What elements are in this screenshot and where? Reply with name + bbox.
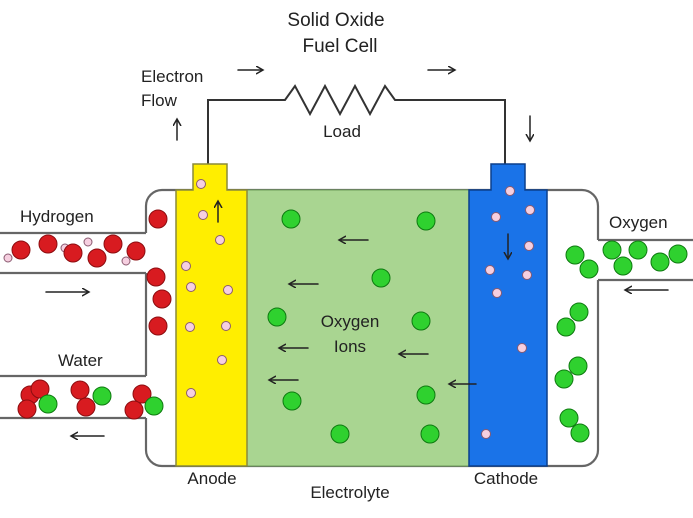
electron — [198, 210, 208, 220]
electron — [481, 429, 491, 439]
hydrogen-atom — [103, 234, 123, 254]
electron — [524, 241, 534, 251]
electron — [196, 179, 206, 189]
hydrogen-atom — [146, 267, 166, 287]
electron — [215, 235, 225, 245]
electron — [221, 321, 231, 331]
hydrogen-atom — [148, 316, 168, 336]
oxygen-atom — [554, 369, 574, 389]
oxygen-atom — [92, 386, 112, 406]
anode-layer — [175, 163, 248, 467]
hydrogen-atom — [152, 289, 172, 309]
electron — [505, 186, 515, 196]
electron-flow-label-2: Flow — [141, 91, 178, 110]
oxygen-ion — [267, 307, 287, 327]
water-molecules — [17, 379, 164, 420]
anode-electrons — [181, 179, 233, 398]
external-circuit-wire — [207, 83, 506, 164]
cathode-electrons — [481, 186, 535, 439]
oxygen-atom — [568, 356, 588, 376]
oxygen-ions — [267, 209, 440, 444]
electron-flow-label-1: Electron — [141, 67, 203, 86]
title-line-2: Fuel Cell — [303, 36, 378, 57]
oxygen-atom — [579, 259, 599, 279]
oxygen-ion — [416, 211, 436, 231]
water-label: Water — [58, 351, 103, 370]
oxygen-label: Oxygen — [609, 213, 668, 232]
oxygen-ion — [420, 424, 440, 444]
hydrogen-label: Hydrogen — [20, 207, 94, 226]
electrolyte-label: Electrolyte — [310, 483, 389, 502]
oxygen-atom — [628, 240, 648, 260]
oxygen-ion — [371, 268, 391, 288]
hydrogen-atom-small — [121, 256, 131, 266]
electron — [186, 282, 196, 292]
cathode-layer — [468, 163, 548, 467]
hydrogen-atom-small — [3, 253, 13, 263]
hydrogen-atom — [132, 384, 152, 404]
electron — [517, 343, 527, 353]
electron — [522, 270, 532, 280]
load-label: Load — [323, 122, 361, 141]
electron — [181, 261, 191, 271]
oxygen-atom — [559, 408, 579, 428]
oxygen-ions-label-2: Ions — [334, 337, 366, 356]
hydrogen-atom — [76, 397, 96, 417]
electron — [491, 212, 501, 222]
hydrogen-molecules — [3, 209, 172, 336]
hydrogen-atom — [63, 243, 83, 263]
electron — [186, 388, 196, 398]
hydrogen-atom — [87, 248, 107, 268]
hydrogen-atom — [30, 379, 50, 399]
hydrogen-atom-small — [83, 237, 93, 247]
cathode-label: Cathode — [474, 469, 538, 488]
oxygen-ion — [411, 311, 431, 331]
electron — [217, 355, 227, 365]
electron — [485, 265, 495, 275]
hydrogen-atom — [124, 400, 144, 420]
electron — [223, 285, 233, 295]
oxygen-atom — [602, 240, 622, 260]
title-line-1: Solid Oxide — [287, 10, 384, 31]
hydrogen-atom — [11, 240, 31, 260]
oxygen-atom — [565, 245, 585, 265]
oxygen-ion — [282, 391, 302, 411]
hydrogen-atom — [70, 380, 90, 400]
hydrogen-atom — [17, 399, 37, 419]
oxygen-atom — [650, 252, 670, 272]
oxygen-atom — [556, 317, 576, 337]
oxygen-molecules — [554, 240, 688, 443]
electron — [525, 205, 535, 215]
oxygen-atom — [668, 244, 688, 264]
electron — [185, 322, 195, 332]
oxygen-atom — [569, 302, 589, 322]
oxygen-ion — [281, 209, 301, 229]
oxygen-ion — [330, 424, 350, 444]
anode-label: Anode — [187, 469, 236, 488]
oxygen-atom — [613, 256, 633, 276]
electron — [492, 288, 502, 298]
oxygen-atom — [570, 423, 590, 443]
electrolyte-layer — [246, 189, 470, 467]
hydrogen-atom — [38, 234, 58, 254]
oxygen-ions-label-1: Oxygen — [321, 312, 380, 331]
oxygen-ion — [416, 385, 436, 405]
oxygen-atom — [38, 394, 58, 414]
hydrogen-atom — [148, 209, 168, 229]
hydrogen-atom — [126, 241, 146, 261]
oxygen-atom — [144, 396, 164, 416]
